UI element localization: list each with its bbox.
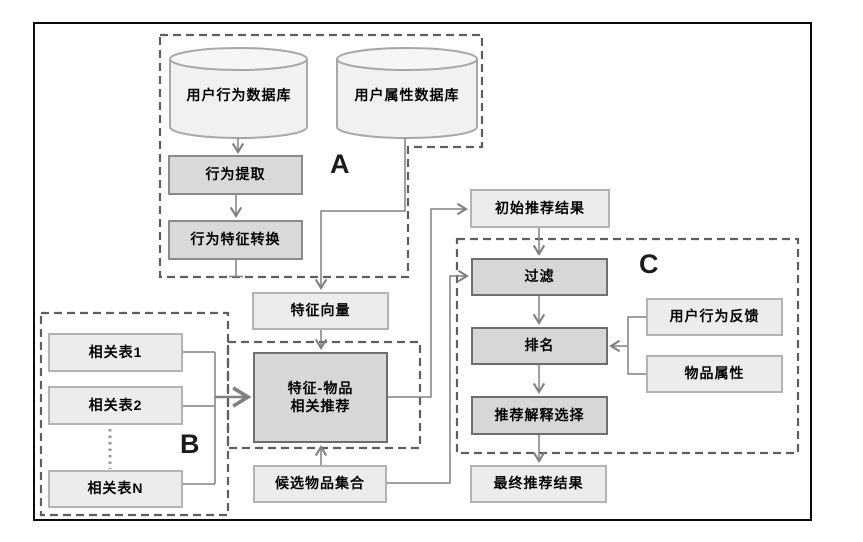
rank-box: 排名 [471,327,608,365]
section-a-label: A [330,149,350,179]
related-table-n-box: 相关表N [48,470,183,508]
section-c-label: C [639,249,659,279]
feature-item-recommend-box: 特征-物品 相关推荐 [253,352,388,443]
feature-vector-box: 特征向量 [252,292,389,330]
item-attribute-box: 物品属性 [646,355,783,393]
related-table-2-box: 相关表2 [48,386,183,425]
behavior-extract-box: 行为提取 [168,155,303,195]
feature-item-recommend-line1: 特征-物品 [287,380,354,396]
connector-lines [183,138,646,485]
section-b-label: B [180,429,200,459]
attribute-db-cylinder [336,47,478,139]
initial-result-box: 初始推荐结果 [470,189,610,228]
explanation-select-box: 推荐解释选择 [471,396,608,435]
section-c-dashed-border [455,237,800,455]
filter-box: 过滤 [471,258,608,296]
attribute-db-label: 用户属性数据库 [354,87,460,103]
behavior-feature-convert-box: 行为特征转换 [168,220,303,260]
final-result-box: 最终推荐结果 [470,465,607,503]
user-feedback-box: 用户行为反馈 [646,298,783,336]
section-a-dashed-border [158,33,484,279]
candidate-items-box: 候选物品集合 [253,465,387,503]
behavior-db-label: 用户行为数据库 [186,87,292,103]
feature-item-recommend-line2: 相关推荐 [290,397,351,414]
related-table-1-box: 相关表1 [48,333,183,372]
